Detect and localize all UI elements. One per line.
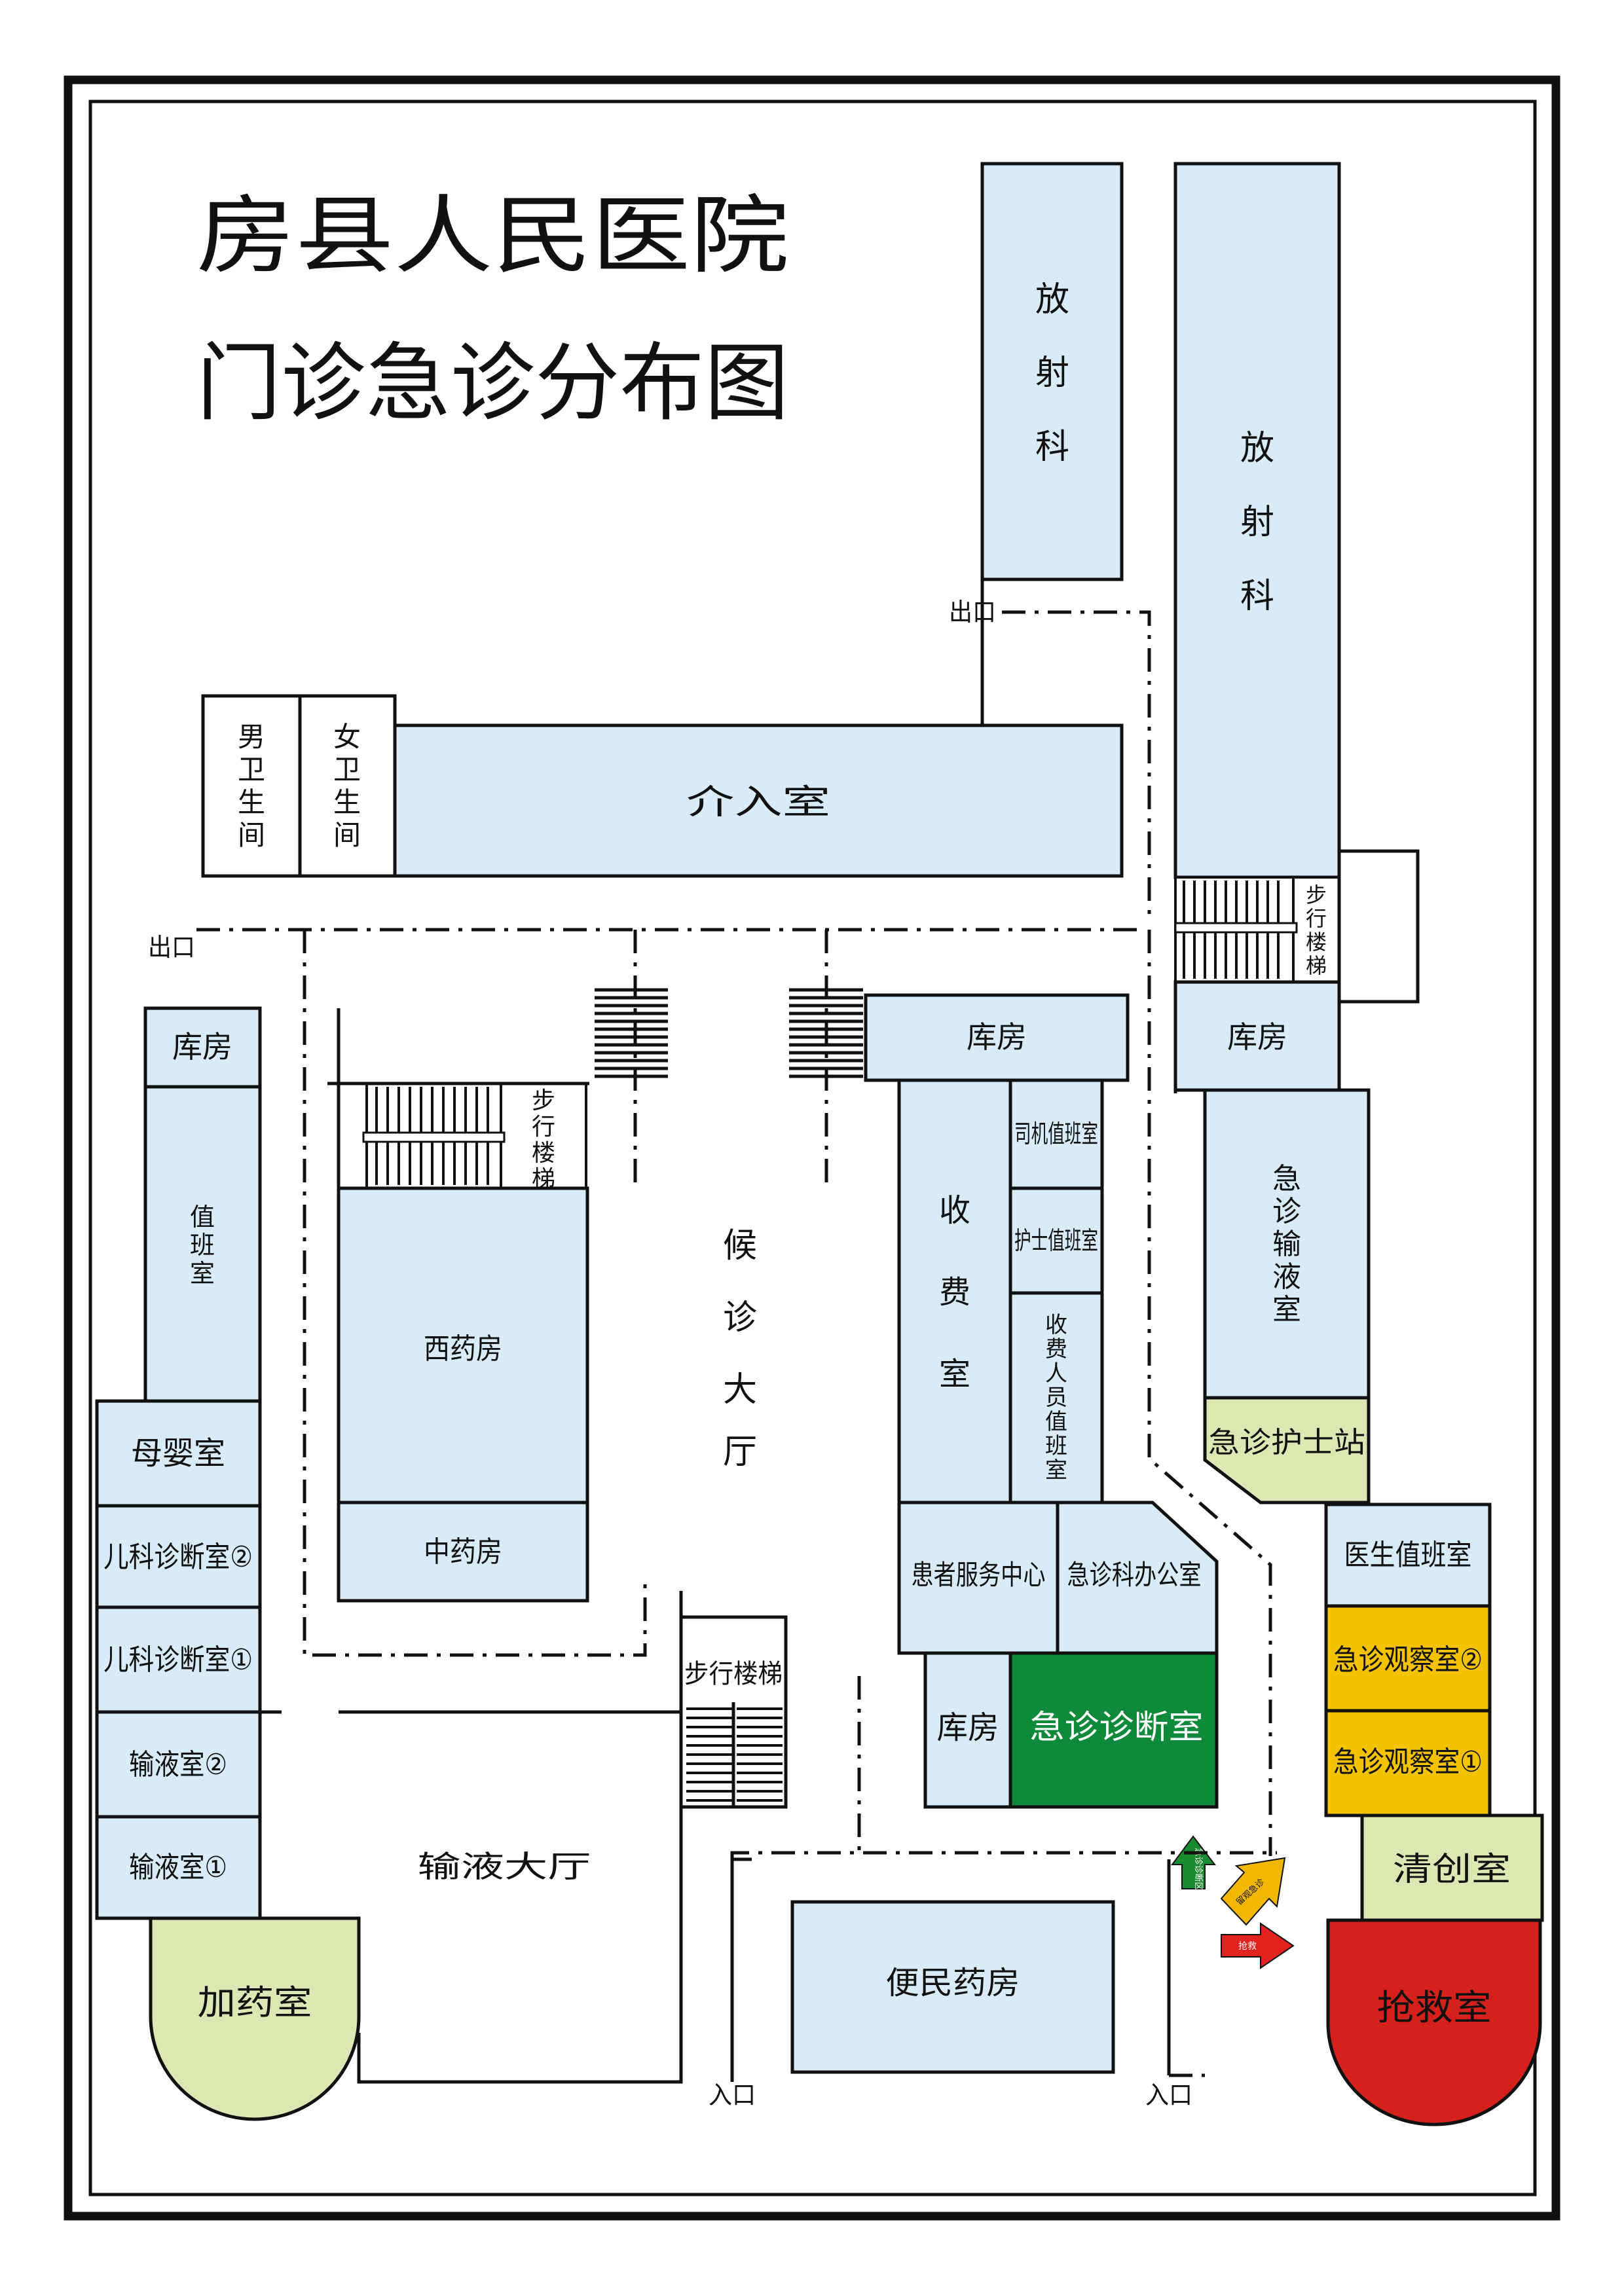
stairs-right-landing <box>1174 922 1298 934</box>
observation-room-1 <box>1324 1709 1492 1817</box>
exit-label-top: 出口 <box>949 598 996 627</box>
storage-room-right <box>1173 980 1341 1092</box>
emergency-nurse-station <box>1203 1396 1371 1504</box>
male-toilet <box>201 694 302 878</box>
entrance-label-right: 入口 <box>1145 2081 1192 2109</box>
emergency-office <box>1056 1501 1219 1655</box>
driver-duty-room-label: 司机值班室 <box>1014 1120 1098 1148</box>
chinese-pharmacy-label: 中药房 <box>424 1535 502 1569</box>
mother-baby-room-label: 母婴室 <box>131 1435 225 1472</box>
doctor-duty-room-label: 医生值班室 <box>1344 1539 1472 1572</box>
outer-frame <box>64 75 1560 2221</box>
direction-arrow-green-label: 急诊诊断区 <box>1193 1848 1203 1890</box>
map-title-line2: 门诊急诊分布图 <box>196 333 789 433</box>
emergency-nurse-station-label: 急诊护士站 <box>1208 1426 1365 1459</box>
dispensing-room <box>149 1916 361 2121</box>
waiting-hall-label: 候诊大厅 <box>723 1226 757 1472</box>
infusion-hall-walls <box>341 1591 683 2084</box>
infusion-room-1-label: 输液室① <box>129 1851 227 1884</box>
corridor-steps-left <box>595 988 668 1078</box>
stairs-right-annex <box>1337 849 1420 1004</box>
nurse-duty-room-label: 护士值班室 <box>1014 1226 1098 1255</box>
pediatrics-room-1-label: 儿科诊断室① <box>103 1643 253 1677</box>
mother-baby-room <box>95 1399 262 1508</box>
convenience-pharmacy-label: 便民药房 <box>886 1965 1020 2001</box>
male-toilet-label: 男卫生间 <box>238 721 265 851</box>
observation-room-2 <box>1324 1604 1492 1713</box>
emergency-infusion-room <box>1203 1088 1371 1400</box>
interventional-room <box>393 723 1124 878</box>
stairs-left-landing <box>362 1131 506 1143</box>
dispensing-room-label: 加药室 <box>198 1984 312 2023</box>
storage-room-center-label: 库房 <box>967 1019 1027 1055</box>
cashier-staff-duty-room-label: 收费人员值班室 <box>1045 1312 1067 1484</box>
entrance-label-center: 入口 <box>709 2081 756 2109</box>
inner-frame <box>88 100 1537 2196</box>
direction-arrow-red-label: 抢救 <box>1238 1941 1257 1952</box>
western-pharmacy-label: 西药房 <box>424 1332 502 1366</box>
stairs-bottom-lines <box>686 1707 783 1802</box>
cashier-room <box>897 1078 1012 1504</box>
storage-room-right-label: 库房 <box>1227 1019 1287 1055</box>
walking-paths <box>196 610 1277 2077</box>
observation-room-2-label: 急诊观察室② <box>1333 1643 1483 1677</box>
storage-room-bottom-label: 库房 <box>937 1709 999 1746</box>
duty-room-label: 值班室 <box>190 1203 215 1288</box>
stairs-right-label: 步行楼梯 <box>1306 883 1327 978</box>
cashier-staff-duty-room <box>1008 1291 1104 1504</box>
patient-service-center-label: 患者服务中心 <box>912 1559 1046 1591</box>
direction-arrow-red <box>1221 1922 1295 1969</box>
radiology-room-1 <box>980 162 1124 581</box>
duty-room <box>143 1085 262 1403</box>
direction-arrow-green <box>1171 1835 1217 1889</box>
storage-room-left <box>143 1006 262 1089</box>
interventional-room-label: 介入室 <box>686 783 830 822</box>
exit-label-left: 出口 <box>148 933 195 962</box>
convenience-pharmacy <box>790 1900 1115 2074</box>
cashier-room-label: 收费室 <box>939 1192 970 1393</box>
western-pharmacy <box>337 1186 589 1504</box>
debridement-room-label: 清创室 <box>1393 1850 1511 1888</box>
pediatrics-room-1 <box>95 1605 262 1714</box>
chinese-pharmacy <box>337 1501 589 1603</box>
infusion-room-1 <box>95 1815 262 1920</box>
emergency-diagnosis-room-label: 急诊诊断室 <box>1030 1708 1204 1746</box>
direction-arrow-yellow <box>1220 1857 1286 1926</box>
observation-room-1-label: 急诊观察室① <box>1333 1745 1483 1779</box>
stairs-bottom-label: 步行楼梯 <box>684 1659 783 1689</box>
emergency-infusion-room-label: 急诊输液室 <box>1272 1162 1301 1326</box>
radiology-room-1-label: 放射科 <box>1035 280 1069 467</box>
resuscitation-room <box>1326 1918 1542 2126</box>
emergency-diagnosis-room <box>1008 1651 1219 1809</box>
storage-room-center <box>864 993 1130 1082</box>
pediatrics-room-2-label: 儿科诊断室② <box>103 1540 253 1574</box>
storage-room-left-label: 库房 <box>172 1029 232 1065</box>
stairs-left-label: 步行楼梯 <box>532 1087 555 1193</box>
infusion-hall-label: 输液大厅 <box>418 1849 591 1884</box>
radiology-room-2-label: 放射科 <box>1240 429 1274 616</box>
nurse-duty-room <box>1008 1186 1104 1295</box>
map-title-line1: 房县人民医院 <box>196 186 789 285</box>
emergency-office-label: 急诊科办公室 <box>1067 1559 1202 1591</box>
resuscitation-room-label: 抢救室 <box>1377 1987 1492 2028</box>
infusion-room-2-label: 输液室② <box>129 1748 227 1781</box>
female-toilet-label: 女卫生间 <box>333 721 361 851</box>
